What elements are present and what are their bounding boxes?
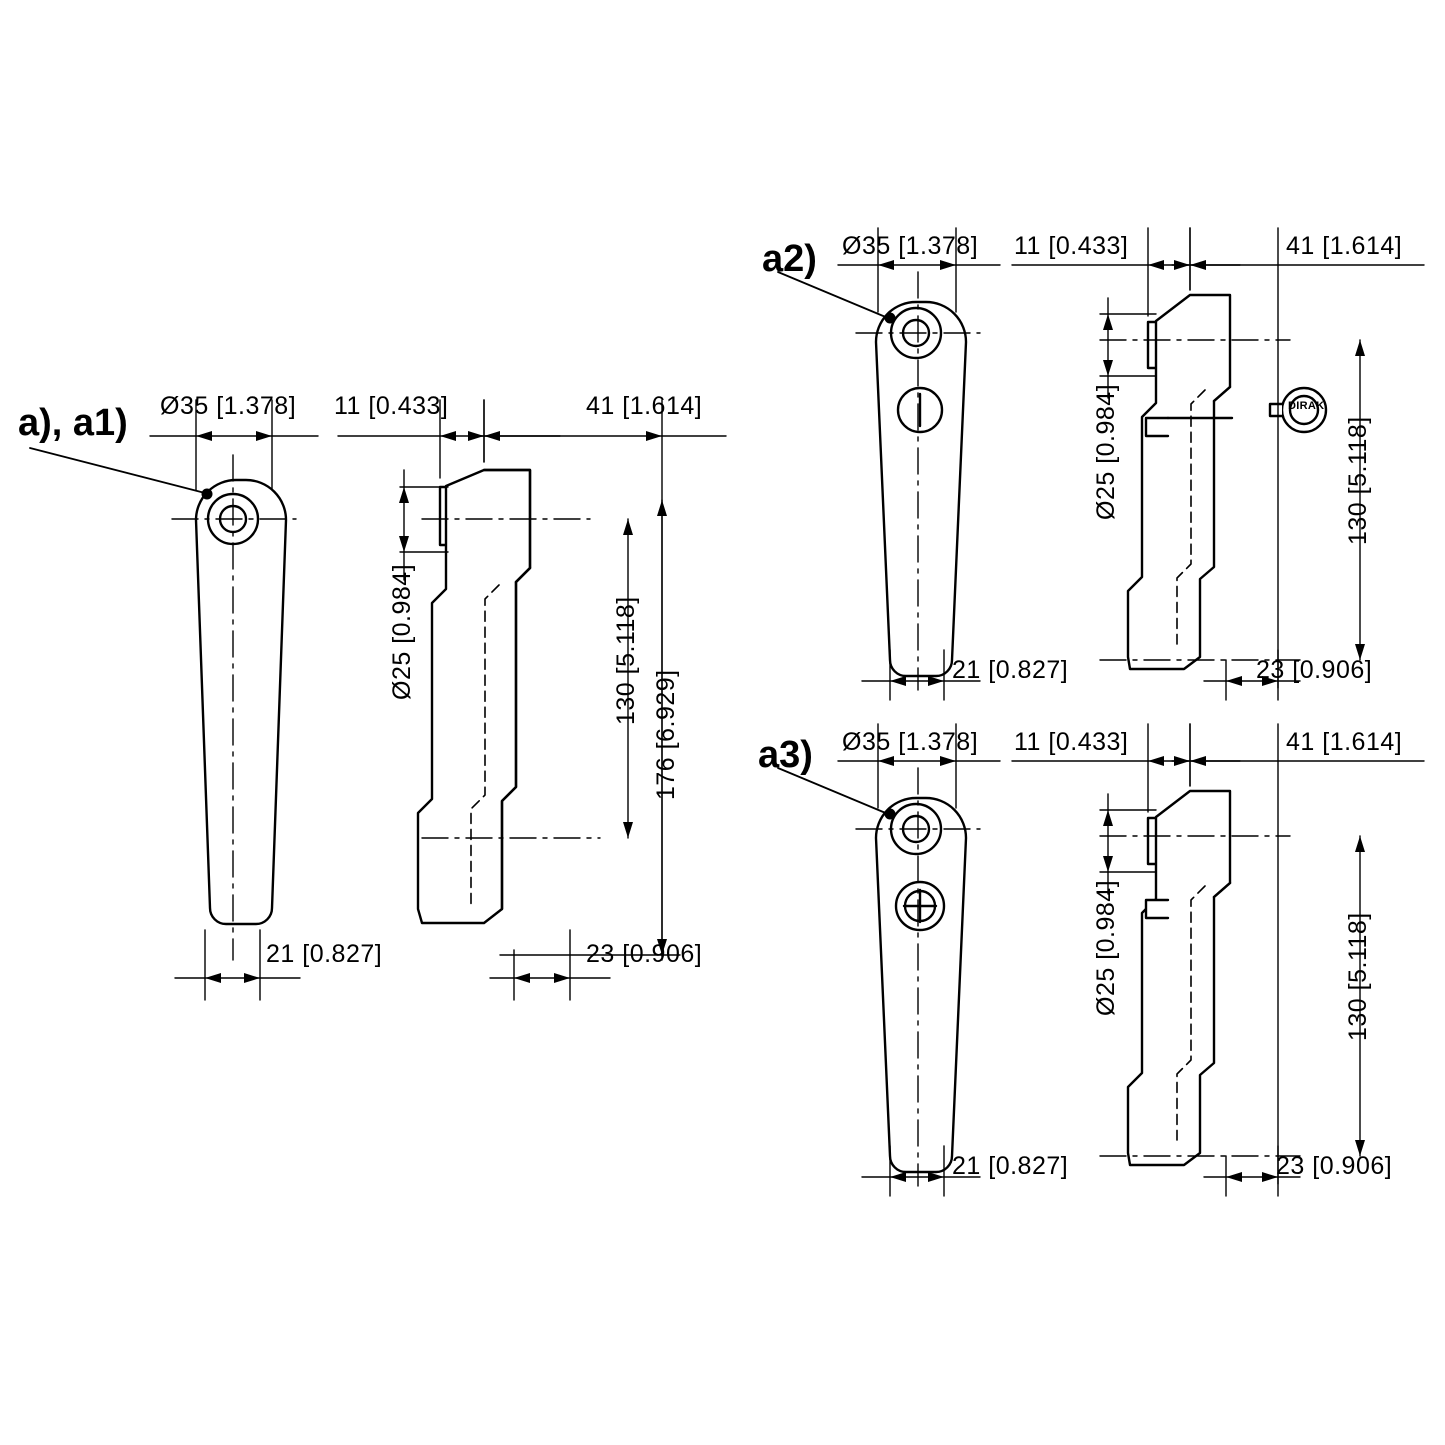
dim-a2-width-23: 23 [0.906] <box>1256 656 1373 684</box>
dim-a2-bore-lower: Ø25 [0.984] <box>1092 383 1120 520</box>
dim-a2-depth: 41 [1.614] <box>1286 232 1403 260</box>
dim-a2-width-21: 21 [0.827] <box>952 656 1069 684</box>
dim-a3-bore-top: Ø35 [1.378] <box>842 728 979 756</box>
view-tag-a-a1: a), a1) <box>18 402 128 444</box>
dim-a3-bore-lower: Ø25 [0.984] <box>1092 879 1120 1016</box>
view-tag-a2: a2) <box>762 238 817 280</box>
dim-a3-width-23: 23 [0.906] <box>1276 1152 1393 1180</box>
dim-a3-depth: 41 [1.614] <box>1286 728 1403 756</box>
view-tag-a3: a3) <box>758 734 813 776</box>
dim-a2-offset: 11 [0.433] <box>1014 232 1129 260</box>
dim-a2-bore-top: Ø35 [1.378] <box>842 232 979 260</box>
dim-a3-offset: 11 [0.433] <box>1014 728 1129 756</box>
dim-a1-bore-lower: Ø25 [0.984] <box>388 563 416 700</box>
dim-a1-depth: 41 [1.614] <box>586 392 703 420</box>
dim-a1-width-21: 21 [0.827] <box>266 940 383 968</box>
dim-a3-width-21: 21 [0.827] <box>952 1152 1069 1180</box>
dim-a1-offset: 11 [0.433] <box>334 392 449 420</box>
dim-a3-length-130: 130 [5.118] <box>1344 912 1372 1041</box>
dim-a1-length-176: 176 [6.929] <box>652 669 680 800</box>
dim-a1-length-130: 130 [5.118] <box>612 596 640 725</box>
dim-a2-length-130: 130 [5.118] <box>1344 416 1372 545</box>
dim-a1-bore-top: Ø35 [1.378] <box>160 392 297 420</box>
lock-brand-label: DIRAK <box>1288 400 1325 412</box>
dim-a1-width-23: 23 [0.906] <box>586 940 703 968</box>
